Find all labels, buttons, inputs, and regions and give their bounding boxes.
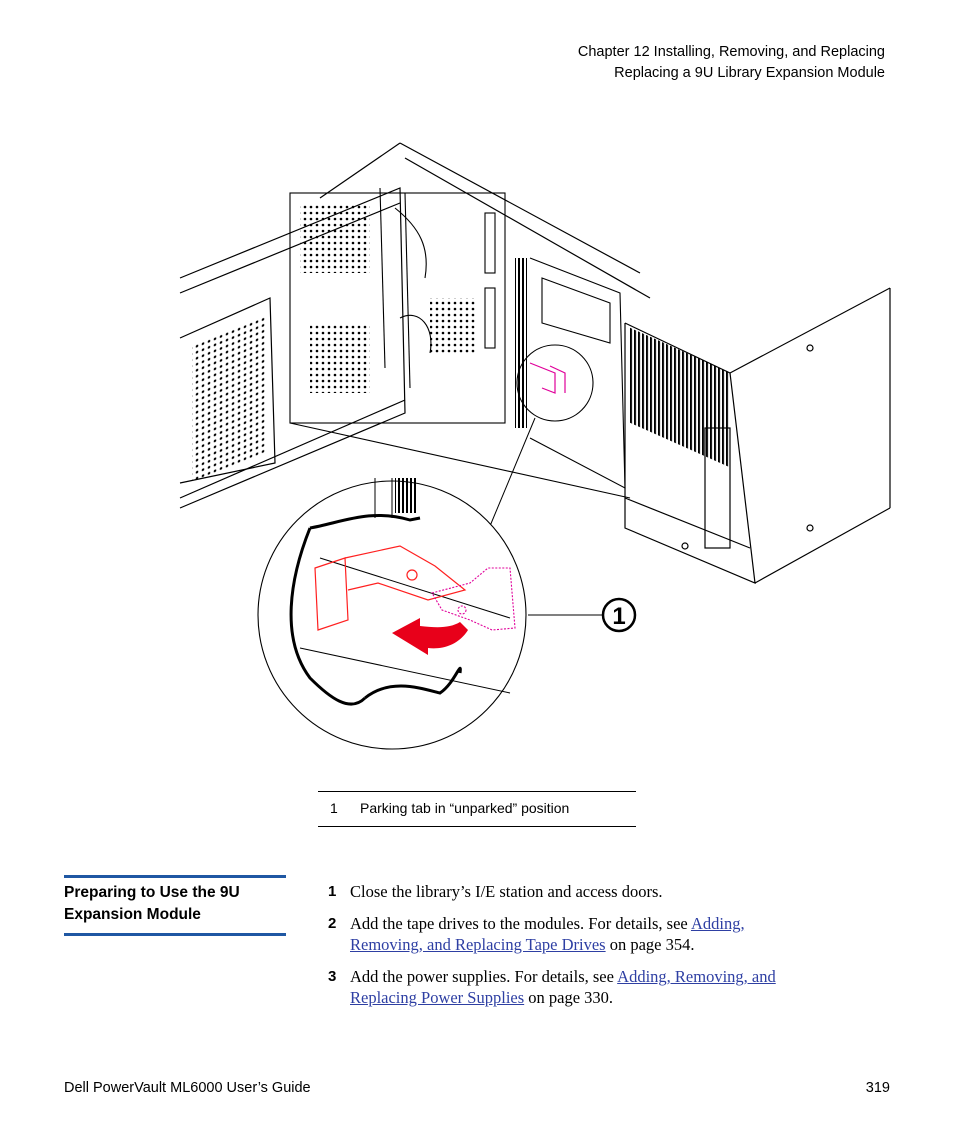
figure-legend-table: 1 Parking tab in “unparked” position bbox=[318, 791, 636, 827]
step-text-suffix: on page 354. bbox=[605, 935, 695, 954]
legend-number: 1 bbox=[330, 800, 338, 816]
chassis-top-edge bbox=[319, 142, 651, 299]
step-text: Add the tape drives to the modules. For … bbox=[350, 913, 888, 955]
footer-guide-title: Dell PowerVault ML6000 User’s Guide bbox=[64, 1080, 311, 1096]
inner-vent-grille bbox=[430, 298, 475, 353]
center-vent-grille-lower bbox=[310, 323, 370, 393]
left-vent-grille bbox=[192, 313, 267, 485]
parked-tab-ghost bbox=[431, 567, 516, 631]
callout-circle bbox=[601, 597, 637, 633]
link-text-part-1[interactable]: Adding, bbox=[690, 914, 745, 933]
sidebar-title-line-1: Preparing to Use the 9U bbox=[64, 884, 240, 901]
detail-zoom-circle bbox=[257, 478, 527, 750]
running-header-section: Replacing a 9U Library Expansion Module bbox=[614, 65, 885, 81]
link-text-part-2[interactable]: Replacing Power Supplies bbox=[350, 988, 525, 1007]
running-header-chapter: Chapter 12 Installing, Removing, and Rep… bbox=[577, 44, 885, 60]
storage-cavity bbox=[529, 257, 626, 489]
step-number: 3 bbox=[328, 968, 337, 985]
step-text: Add the power supplies. For details, see… bbox=[350, 966, 888, 1008]
direction-arrow bbox=[392, 618, 468, 655]
parking-tab-highlight bbox=[529, 362, 566, 394]
link-power-supplies[interactable]: Adding, Removing, and Replacing Power Su… bbox=[350, 967, 776, 1007]
center-vent-grille-upper bbox=[300, 203, 370, 273]
step-text-prefix: Add the tape drives to the modules. For … bbox=[350, 914, 691, 933]
link-text-part-2[interactable]: Removing, and Replacing Tape Drives bbox=[350, 935, 606, 954]
unparked-tab-detail bbox=[314, 545, 467, 631]
section-sidebar-heading: Preparing to Use the 9U Expansion Module bbox=[64, 875, 286, 936]
tape-slot-column bbox=[515, 258, 527, 428]
step-1: 1 Close the library’s I/E station and ac… bbox=[328, 881, 888, 902]
footer-page-number: 319 bbox=[865, 1080, 890, 1096]
step-text-suffix: on page 330. bbox=[524, 988, 614, 1007]
sidebar-title: Preparing to Use the 9U Expansion Module bbox=[64, 882, 286, 926]
step-number: 1 bbox=[328, 883, 337, 900]
link-text-part-1[interactable]: Adding, Removing, and bbox=[617, 967, 776, 986]
callout-number: 1 bbox=[612, 603, 625, 630]
step-3: 3 Add the power supplies. For details, s… bbox=[328, 966, 888, 1008]
link-tape-drives[interactable]: Adding, Removing, and Replacing Tape Dri… bbox=[350, 914, 745, 954]
expansion-module-illustration: 1 bbox=[170, 138, 900, 753]
step-text: Close the library’s I/E station and acce… bbox=[350, 882, 663, 901]
legend-text: Parking tab in “unparked” position bbox=[360, 800, 570, 816]
sidebar-title-line-2: Expansion Module bbox=[64, 906, 201, 923]
step-number: 2 bbox=[328, 915, 337, 932]
drive-bay-slots bbox=[630, 327, 730, 468]
interior-frame bbox=[289, 187, 631, 499]
illustration-svg: 1 bbox=[179, 142, 891, 750]
step-text-prefix: Add the power supplies. For details, see bbox=[350, 967, 618, 986]
small-zoom-circle bbox=[516, 344, 594, 422]
step-2: 2 Add the tape drives to the modules. Fo… bbox=[328, 913, 888, 955]
zoom-connector bbox=[484, 417, 536, 539]
